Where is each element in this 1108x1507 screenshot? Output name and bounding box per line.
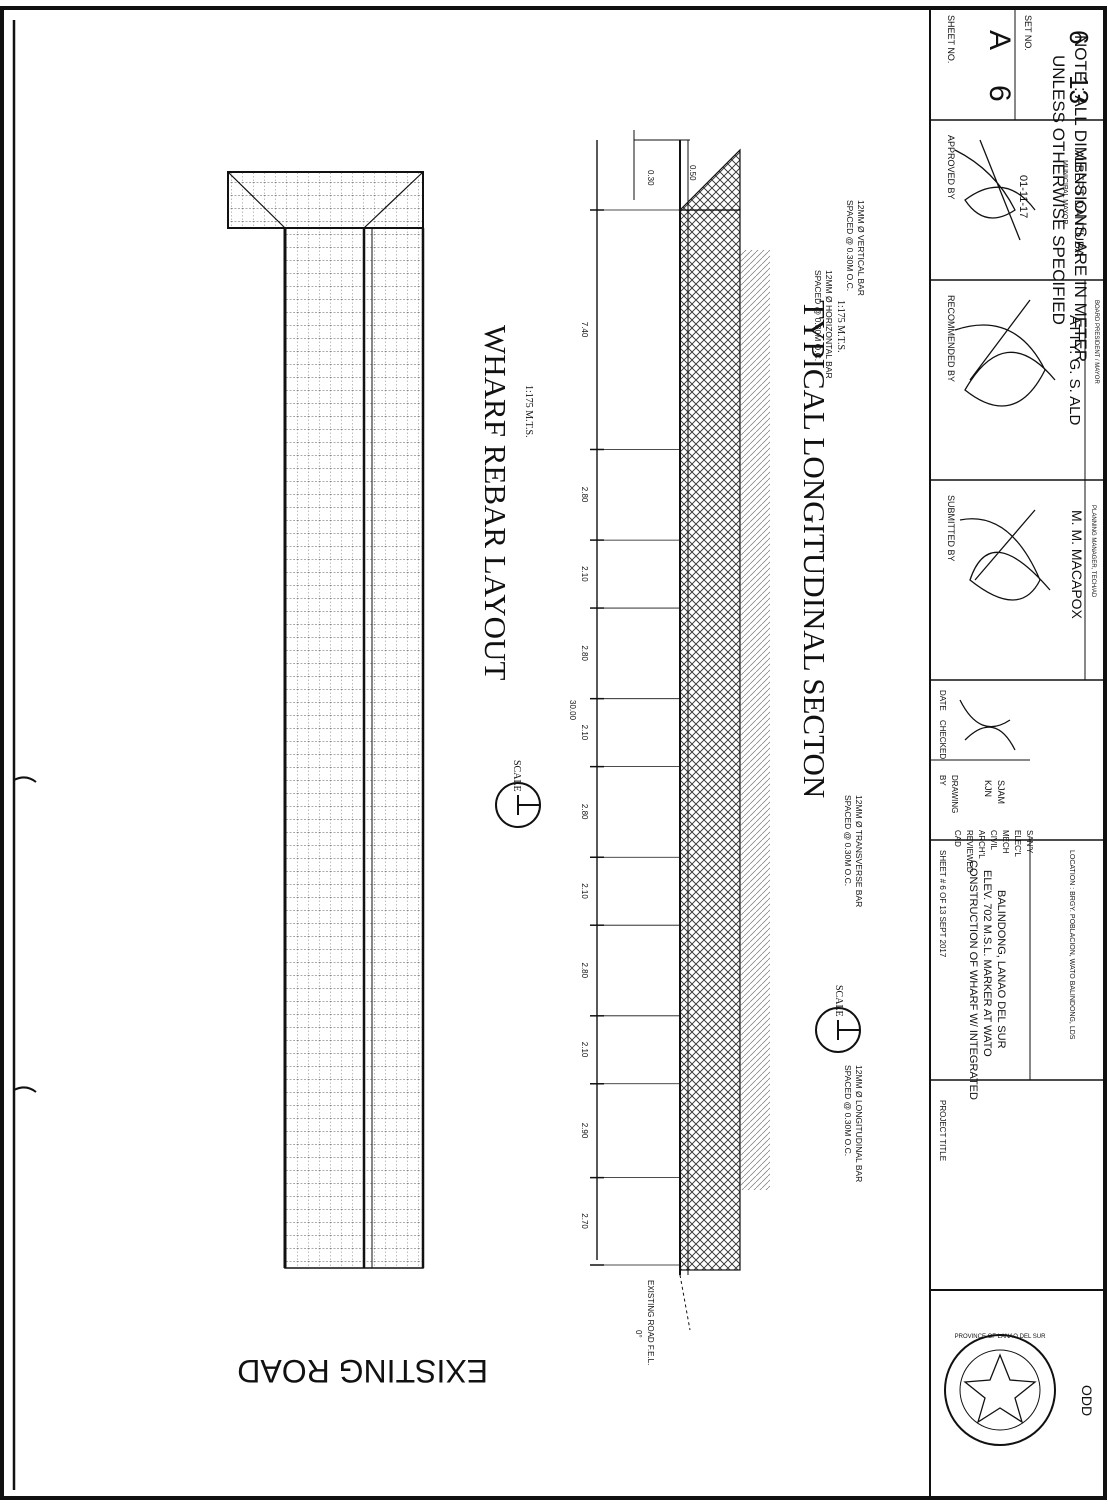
recommended-signature-icon: [954, 299, 1056, 407]
approved-title: MUNICIPAL MAYOR: [1061, 160, 1068, 224]
by-label: BY: [938, 775, 947, 786]
project-label: PROJECT TITLE: [938, 1100, 947, 1161]
existing-road-fel-value: 0°: [634, 1330, 643, 1338]
recommended-by-label: RECOMMENDED BY: [946, 295, 956, 382]
segment-label-4: 2.10: [580, 883, 589, 899]
vertical-bar-spacing: SPACED @ 0.30M O.C.: [845, 200, 855, 291]
location-line: LOCATION : BRGY. POBLACION, WATO BALINDO…: [1068, 850, 1075, 1040]
discipline-2: ARCH'L: [977, 830, 986, 859]
existing-road-text: EXISTING ROAD: [237, 1353, 488, 1389]
approved-name: ALBERT DANTUBA: [1072, 150, 1086, 257]
section-title-text: TYPICAL LONGITUDINAL SECTON: [797, 300, 832, 798]
discipline-1: REVIEWED: [965, 830, 974, 873]
longitudinal-section-body: [678, 140, 770, 1331]
sheet-no-label: SHEET NO.: [946, 15, 956, 63]
by-entry-1: KJN: [983, 780, 993, 797]
segment-label-8: 2.10: [580, 566, 589, 582]
title-block: [930, 8, 1105, 1446]
vertical-bar-label: 12MM Ø VERTICAL BAR: [856, 200, 866, 296]
section-scale-value: 1:175 M.T.S.: [835, 300, 846, 353]
note-line-2: UNLESS OTHERWISE SPECIFIED: [1049, 55, 1068, 325]
segment-label-0: 2.70: [580, 1213, 589, 1229]
section-title: TYPICAL LONGITUDINAL SECTON SCALE 1:175 …: [797, 300, 861, 1053]
horizontal-bar-label: 12MM Ø HORIZONTAL BAR: [824, 270, 834, 379]
segment-label-2: 2.10: [580, 1042, 589, 1058]
project-line-2: ELEV. 702 M.S.L. MARKER AT WATO: [981, 870, 993, 1057]
set-of: 6: [1064, 30, 1094, 44]
segment-label-10: 7.40: [580, 322, 589, 338]
existing-road-fel-label: EXISTING ROAD F.E.L.: [646, 1280, 655, 1365]
existing-road-label: EXISTING ROAD: [237, 1353, 488, 1389]
segment-label-3: 2.80: [580, 963, 589, 979]
sheet-number: 6: [983, 85, 1016, 102]
sheet-info: SHEET # 6 OF 13 SEPT 2017: [938, 850, 947, 958]
checked-label: CHECKED: [938, 720, 947, 759]
sheet-letter: A: [983, 30, 1016, 50]
longitudinal-bar-label: 12MM Ø LONGITUDINAL BAR: [854, 1065, 864, 1182]
checked-signature-icon: [959, 699, 1016, 751]
agency-seal-icon: [944, 1334, 1056, 1446]
rebar-layout-title-text: WHARF REBAR LAYOUT: [478, 325, 513, 680]
rebar-layout-scale-value: 1:175 M.T.S.: [523, 385, 534, 438]
signature-scribbles: [954, 139, 1056, 751]
title-block-text: SHEET NO. A 6 SET NO. 6 13 APPROVED BY 0…: [938, 15, 1099, 1416]
rebar-layout-plan: [227, 171, 425, 1269]
logo-code: ODD: [1079, 1385, 1095, 1416]
section-scale-label: SCALE: [833, 985, 844, 1017]
rebar-layout-scale-label: SCALE: [511, 760, 522, 792]
submitted-name: M. M. MACAPOX: [1069, 510, 1085, 620]
segment-label-5: 2.80: [580, 804, 589, 820]
discipline-6: SAN'Y: [1025, 830, 1034, 854]
section-dimensions: 2.70 2.90 2.10 2.80 2.10 2.80 2.10 2.80 2.10 2.80…: [568, 130, 697, 1266]
longitudinal-bar-spacing: SPACED @ 0.30M O.C.: [843, 1065, 853, 1156]
rebar-labels: 12MM Ø VERTICAL BAR SPACED @ 0.30M O.C. …: [813, 200, 866, 1182]
recommended-title: BOARD PRESIDENT / MAYOR: [1093, 300, 1099, 384]
seal-text: PROVINCE OF LANAO DEL SUR: [955, 1334, 1046, 1340]
horizontal-bar-spacing: SPACED @ 0.30M O.C.: [813, 270, 823, 361]
total-length-label: 30.00: [568, 700, 577, 721]
discipline-5: ELEC'L: [1013, 830, 1022, 857]
set-no-label: SET NO.: [1023, 15, 1033, 51]
by-entry-2: SJAM: [996, 780, 1006, 804]
segment-label-9: 2.80: [580, 487, 589, 503]
sheet-border: [0, 6, 1107, 1500]
transverse-bar-label: 12MM Ø TRANSVERSE BAR: [854, 795, 864, 907]
rebar-layout-title: WHARF REBAR LAYOUT SCALE 1:175 M.T.S.: [478, 325, 541, 828]
project-line-1: CONSTRUCTION OF WHARF W/ INTEGRATED: [967, 860, 979, 1100]
submitted-by-label: SUBMITTED BY: [946, 495, 956, 562]
drawing-label: DRAWING: [950, 775, 959, 813]
set-total: 13: [1064, 75, 1094, 104]
end-dim-2: 0.50: [688, 165, 697, 181]
segment-label-7: 2.80: [580, 645, 589, 661]
submitted-signature-icon: [959, 509, 1051, 601]
end-dim-1: 0.30: [646, 170, 655, 186]
recommended-name: ATTY. G. S. ALD: [1066, 315, 1083, 425]
existing-road-fel: EXISTING ROAD F.E.L. 0°: [634, 1280, 655, 1365]
discipline-0: CAD: [953, 830, 962, 847]
transverse-bar-spacing: SPACED @ 0.30M O.C.: [843, 795, 853, 886]
date-label: DATE: [938, 690, 947, 711]
project-line-3: BALINDONG, LANAO DEL SUR: [995, 890, 1007, 1049]
binding-marks: [12, 20, 37, 1490]
segment-label-1: 2.90: [580, 1123, 589, 1139]
approved-by-label: APPROVED BY: [946, 135, 956, 200]
discipline-4: MECH: [1001, 830, 1010, 854]
segment-label-6: 2.10: [580, 725, 589, 741]
submitted-title: PLANNING MANAGER, TECH/AD: [1090, 505, 1096, 598]
discipline-3: CIVIL: [989, 830, 998, 851]
approved-signature-icon: [954, 139, 1036, 241]
